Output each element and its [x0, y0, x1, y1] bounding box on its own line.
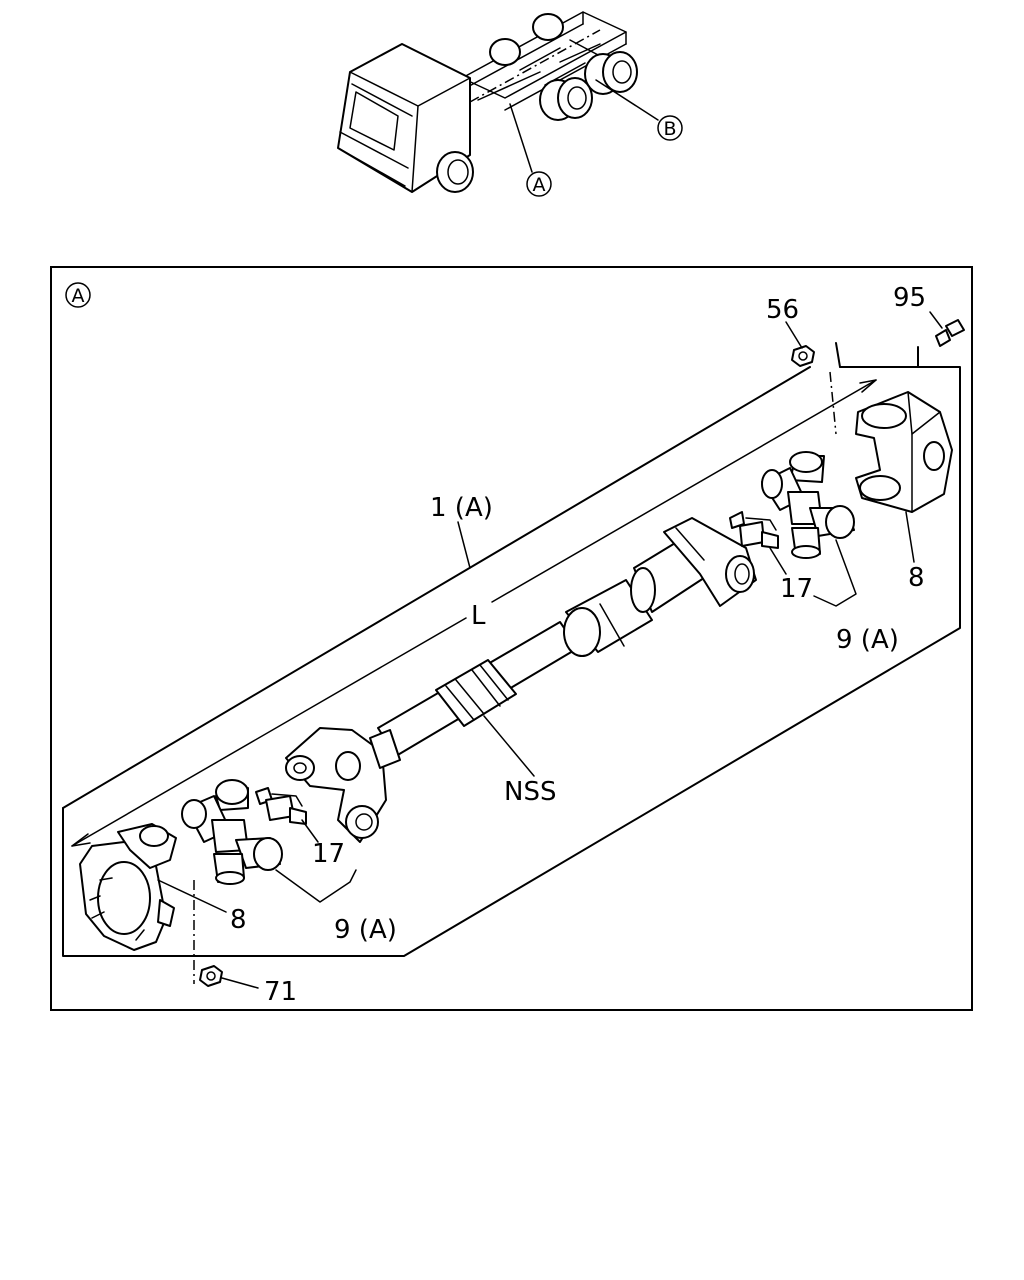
label-nss: NSS: [504, 777, 556, 807]
grease-fitting-left: [255, 787, 307, 825]
dimension-l: [71, 379, 877, 847]
callout-b-leader: [595, 79, 659, 121]
truck-overview: A B: [337, 11, 683, 197]
label-length: L: [471, 601, 486, 631]
propeller-shaft: [285, 517, 757, 843]
detail-view-marker-text: A: [72, 285, 85, 307]
bolt-95: [935, 319, 965, 347]
flange-yoke-left: [79, 823, 177, 951]
flange-yoke-right: [855, 391, 953, 513]
propshaft-a: [477, 71, 541, 101]
propshaft-dashed-line: [469, 29, 601, 103]
detail-view-marker: A: [65, 282, 91, 308]
detail-frame: [50, 266, 973, 1011]
cab: [337, 43, 471, 193]
propshaft-b: [559, 43, 601, 63]
spider-kit-right: [761, 451, 855, 559]
part-labels: 1 (A) L 56 95 8 17 9 (A) NSS 17 8 9 (A) …: [230, 283, 926, 1007]
assembly-outline-top: [62, 366, 811, 809]
label-flange-yoke-right: 8: [908, 563, 925, 593]
callout-b: B: [657, 115, 683, 141]
label-grease-fitting-left: 17: [312, 839, 345, 869]
outline-ticks: [835, 342, 919, 368]
nut-56: [791, 345, 815, 367]
label-nut-71: 71: [264, 977, 297, 1007]
assembly-outline: [62, 366, 961, 957]
label-nut-56: 56: [766, 295, 799, 325]
callout-a: A: [526, 171, 552, 197]
label-spider-kit-left: 9 (A): [334, 915, 397, 945]
label-grease-fitting-right: 17: [780, 574, 813, 604]
front-wheel: [436, 151, 474, 193]
label-assembly: 1 (A): [430, 493, 493, 523]
label-flange-yoke-left: 8: [230, 905, 247, 935]
leader-lines: [157, 311, 943, 989]
rear-wheels: [489, 13, 638, 121]
callout-a-leader: [509, 103, 533, 173]
nut-71: [199, 965, 223, 987]
label-spider-kit-right: 9 (A): [836, 625, 899, 655]
spider-kit-left: [181, 779, 283, 885]
callout-a-text: A: [533, 174, 546, 196]
callout-b-text: B: [663, 118, 676, 140]
grease-fitting-right: [729, 511, 779, 549]
label-bolt-95: 95: [893, 283, 926, 313]
